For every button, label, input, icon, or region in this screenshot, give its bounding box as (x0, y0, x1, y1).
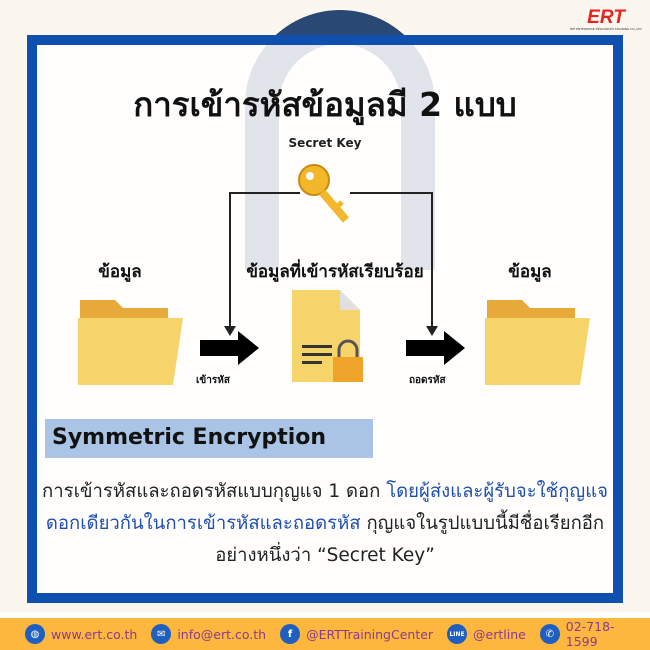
footer-phone[interactable]: ✆02-718-1599 (539, 619, 646, 649)
plain-data-label-right: ข้อมูล (508, 262, 552, 282)
facebook-icon: f (280, 624, 301, 644)
body-text-end: กุญแจในรูปแบบนี้มีชื่อเรียกอีกอย่างหนึ่ง… (215, 513, 605, 566)
contact-footer: ◍ www.ert.co.th ✉ info@ert.co.th f @ERTTrai… (0, 618, 650, 650)
svg-text:THE ENTERPRISE RESOURCES TRAIN: THE ENTERPRISE RESOURCES TRAINING CO.,LT… (570, 27, 642, 31)
page-title: การเข้ารหัสข้อมูลมี 2 แบบ (133, 85, 517, 124)
key-line-left (229, 192, 300, 330)
svg-text:ERT: ERT (587, 7, 626, 28)
website-link[interactable]: www.ert.co.th (51, 626, 138, 642)
email-link[interactable]: info@ert.co.th (177, 626, 267, 642)
plain-data-label-left: ข้อมูล (98, 262, 142, 282)
secret-key-label: Secret Key (288, 136, 362, 150)
line-arrowhead-left (224, 326, 236, 336)
section-heading: Symmetric Encryption (45, 419, 373, 458)
globe-icon: ◍ (25, 624, 45, 644)
line-link[interactable]: @ertline (473, 626, 526, 642)
section-body: การเข้ารหัสและถอดรหัสแบบกุญแจ 1 ดอก โดยผ… (40, 476, 610, 572)
encrypted-document-icon (292, 290, 363, 382)
body-highlight: โดยผู้ส่งและผู้รับจะใช้กุญแจดอกเดียวกันใ… (45, 481, 608, 534)
encrypt-arrow-icon (200, 331, 259, 365)
mail-icon: ✉ (151, 624, 172, 644)
footer-website[interactable]: ◍ www.ert.co.th (25, 624, 137, 644)
decrypt-arrow-icon (406, 331, 465, 365)
footer-facebook[interactable]: f @ERTTrainingCenter (280, 624, 433, 644)
phone-link[interactable]: 02-718-1599 (565, 619, 615, 649)
decrypt-label: ถอดรหัส (409, 375, 446, 386)
line-icon: LINE (447, 624, 468, 644)
ert-logo: ERT THE ENTERPRISE RESOURCES TRAINING CO… (570, 7, 642, 31)
footer-email[interactable]: ✉ info@ert.co.th (151, 624, 266, 644)
line-arrowhead-right (426, 326, 438, 336)
body-text: การเข้ารหัสและถอดรหัสแบบกุญแจ 1 ดอก (42, 481, 387, 502)
folder-icon-left (78, 300, 183, 385)
key-line-right (350, 192, 433, 330)
encrypt-label: เข้ารหัส (196, 375, 230, 386)
folder-icon-right (485, 300, 590, 385)
facebook-link[interactable]: @ERTTrainingCenter (306, 626, 434, 642)
footer-line[interactable]: LINE @ertline (447, 624, 526, 644)
encrypted-data-label: ข้อมูลที่เข้ารหัสเรียบร้อย (246, 262, 424, 282)
key-icon (298, 164, 350, 223)
phone-icon: ✆ (539, 624, 560, 644)
